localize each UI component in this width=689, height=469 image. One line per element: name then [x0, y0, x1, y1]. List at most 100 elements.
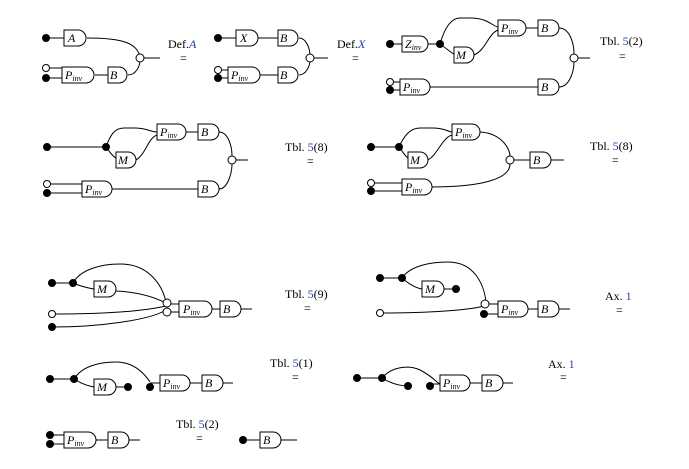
svg-text:Tbl. 5(2): Tbl. 5(2)	[176, 417, 219, 431]
diagram-11: B	[239, 431, 297, 449]
input-terminal	[376, 274, 384, 282]
input-terminal	[48, 323, 56, 331]
gate-Zinv	[401, 35, 429, 53]
gate-Pinv-label: Pinv	[454, 125, 473, 140]
gate-B	[537, 78, 560, 96]
gate-Pinv	[399, 78, 431, 96]
gate-M	[421, 280, 445, 298]
gate-Pinv-label: Pinv	[402, 80, 421, 95]
diagram-5: M Pinv Pinv B	[367, 123, 564, 196]
gate-Pinv-label: Pinv	[230, 68, 249, 83]
diagram-9: Pinv B	[353, 366, 513, 392]
diagram-2: X B Pinv B	[214, 29, 328, 84]
junction	[162, 307, 172, 317]
gate-B-label: B	[541, 302, 549, 316]
input-terminal	[367, 187, 375, 195]
gate-B	[277, 66, 299, 84]
input-terminal	[46, 375, 54, 383]
gate-B	[201, 374, 224, 392]
gate-B-label: B	[541, 80, 549, 94]
gate-A-label: A	[67, 31, 76, 45]
input-terminal	[214, 74, 222, 82]
svg-text:Def.X: Def.X	[337, 37, 366, 51]
discard-node	[452, 285, 460, 293]
gate-Pinv-label: Pinv	[159, 125, 178, 140]
input-terminal	[353, 374, 361, 382]
gate-M-label: M	[96, 282, 108, 296]
copy-node	[436, 40, 444, 48]
svg-text:=: =	[616, 303, 623, 317]
gate-B	[107, 66, 128, 84]
gate-A	[63, 29, 87, 47]
svg-text:=: =	[292, 370, 299, 384]
junction	[162, 298, 172, 308]
gate-X-label: X	[239, 31, 248, 45]
gate-B	[197, 180, 220, 198]
gate-Pinv	[497, 19, 527, 37]
gate-M-label: M	[455, 48, 467, 62]
gate-B	[219, 300, 242, 318]
gate-B-label: B	[205, 376, 213, 390]
copy-node	[378, 374, 386, 382]
input-terminal	[46, 431, 54, 439]
input-terminal	[367, 143, 375, 151]
gate-B	[259, 431, 282, 449]
copy-node	[70, 375, 78, 383]
gate-Pinv	[156, 123, 187, 141]
gate-M-label: M	[424, 282, 436, 296]
gate-Zinv-label: Zinv	[405, 37, 422, 52]
input-terminal	[48, 279, 56, 287]
diagram-1: A Pinv B	[42, 29, 160, 84]
junction	[505, 155, 515, 165]
gate-Pinv	[159, 374, 191, 392]
gate-Pinv	[439, 374, 471, 392]
input-terminal	[146, 383, 154, 391]
gate-Pinv	[63, 431, 97, 449]
gate-B-label: B	[280, 68, 288, 82]
svg-text:=: =	[612, 153, 619, 167]
junction	[480, 299, 490, 309]
gate-Pinv	[401, 178, 433, 196]
rule-tbl59: Tbl. 5(9) =	[285, 287, 328, 315]
gate-Pinv	[81, 180, 113, 198]
svg-text:Def.A: Def.A	[168, 37, 197, 51]
diagram-4: M Pinv B Pinv B	[43, 123, 248, 198]
input-terminal	[426, 382, 434, 390]
junction	[227, 155, 237, 165]
svg-text:Tbl. 5(8): Tbl. 5(8)	[285, 140, 328, 154]
gate-B	[537, 300, 560, 318]
svg-text:=: =	[352, 51, 359, 65]
rule-ax1-a: Ax. 1 =	[605, 289, 632, 317]
gate-Pinv-label: Pinv	[500, 21, 519, 36]
gate-Pinv-label: Pinv	[500, 302, 519, 317]
svg-text:=: =	[180, 51, 187, 65]
gate-Pinv-label: Pinv	[66, 433, 85, 448]
input-terminal	[239, 436, 247, 444]
copy-node	[395, 143, 403, 151]
diagram-10: Pinv B	[46, 431, 140, 449]
input-terminal	[43, 143, 51, 151]
gate-B-label: B	[263, 433, 271, 447]
diagram-6: M Pinv B	[48, 263, 252, 331]
svg-text:=: =	[560, 370, 567, 384]
diagram-7: M Pinv B	[376, 261, 570, 318]
gate-Pinv-label: Pinv	[84, 182, 103, 197]
svg-text:Tbl. 5(8): Tbl. 5(8)	[590, 139, 633, 153]
rule-tbl58-b: Tbl. 5(8) =	[590, 139, 633, 167]
gate-Pinv	[497, 300, 529, 318]
gate-B	[537, 19, 560, 37]
gate-M-label: M	[117, 153, 129, 167]
gate-M	[93, 378, 117, 396]
svg-text:Ax. 1: Ax. 1	[605, 289, 632, 303]
discard-node	[404, 382, 412, 390]
input-terminal	[48, 310, 56, 318]
input-terminal	[214, 66, 222, 74]
rule-tbl52-a: Tbl. 5(2) =	[600, 34, 643, 63]
gate-X	[235, 29, 259, 47]
discard-node	[124, 383, 132, 391]
diagram-3: Zinv M Pinv B Pinv B	[386, 17, 590, 96]
diagram-8: M Pinv B	[46, 361, 233, 396]
svg-text:Ax. 1: Ax. 1	[548, 357, 575, 371]
gate-Pinv-label: Pinv	[182, 302, 201, 317]
